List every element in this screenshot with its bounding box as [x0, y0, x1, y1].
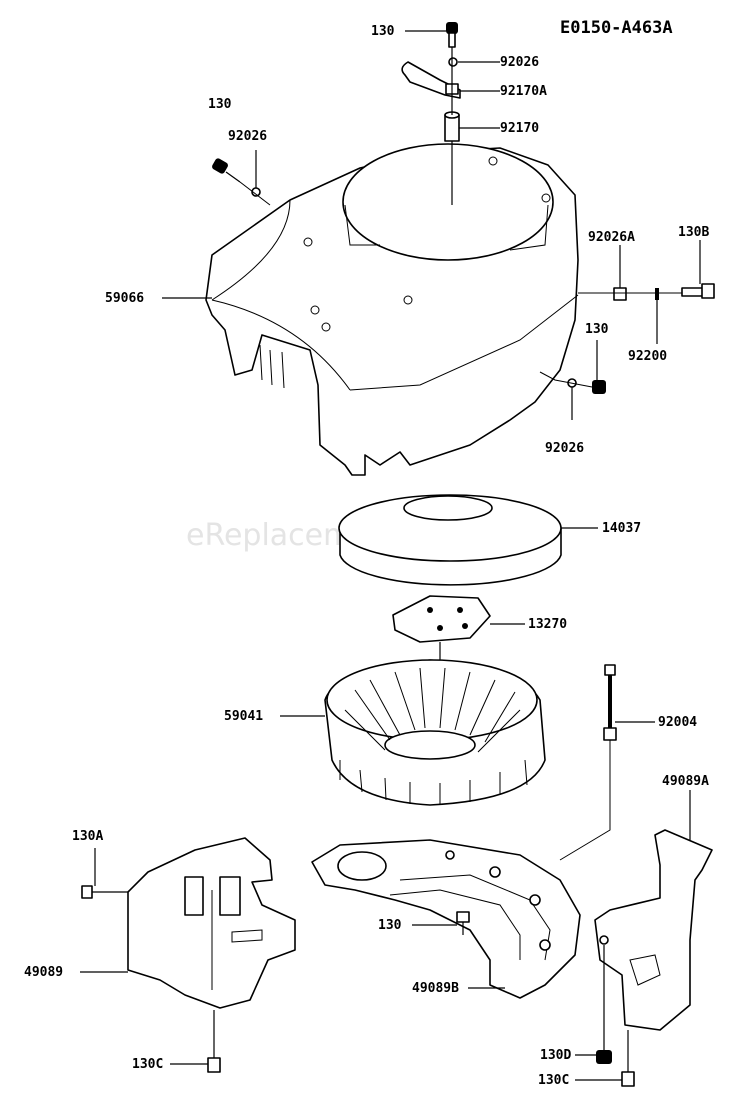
- label-49089B: 49089B: [412, 981, 459, 996]
- bolt-130B[interactable]: [681, 283, 715, 299]
- label-130C-left: 130C: [132, 1057, 163, 1072]
- label-92200: 92200: [628, 349, 667, 364]
- label-130-top: 130: [371, 24, 395, 39]
- bracket-92170A[interactable]: [401, 61, 461, 99]
- leader-lines: [80, 30, 701, 1081]
- label-92004: 92004: [658, 715, 697, 730]
- flywheel-fan[interactable]: [324, 659, 546, 806]
- label-92026-right: 92026: [545, 441, 584, 456]
- diagram-code: E0150-A463A: [560, 18, 673, 38]
- bolt-130D[interactable]: [596, 945, 612, 1064]
- bolt-130-left[interactable]: [211, 157, 241, 183]
- baffle-49089A[interactable]: [594, 829, 713, 1031]
- label-59066: 59066: [105, 291, 144, 306]
- label-130D: 130D: [540, 1048, 571, 1063]
- label-92026A: 92026A: [588, 230, 635, 245]
- label-49089: 49089: [24, 965, 63, 980]
- label-130B: 130B: [678, 225, 709, 240]
- label-130C-right: 130C: [538, 1073, 569, 1088]
- label-49089A: 49089A: [662, 774, 709, 789]
- label-130-left: 130: [208, 97, 232, 112]
- label-92026-top: 92026: [500, 55, 539, 70]
- label-130-right: 130: [585, 322, 609, 337]
- label-14037: 14037: [602, 521, 641, 536]
- label-130A: 130A: [72, 829, 103, 844]
- baffle-49089B[interactable]: [311, 790, 611, 999]
- bolt-130-top[interactable]: [446, 22, 458, 48]
- baffle-49089[interactable]: [127, 837, 296, 1009]
- pipe-92004[interactable]: [603, 664, 617, 830]
- label-130-mid: 130: [378, 918, 402, 933]
- spacer-92026A[interactable]: [613, 287, 627, 301]
- label-92170A: 92170A: [500, 84, 547, 99]
- bolt-130C-left[interactable]: [207, 1010, 221, 1073]
- label-92026-left: 92026: [228, 129, 267, 144]
- spacer-92170[interactable]: [444, 111, 460, 142]
- pin-92200[interactable]: [655, 288, 659, 300]
- blower-housing[interactable]: [205, 143, 579, 476]
- fan-screen[interactable]: [338, 494, 562, 586]
- bolt-130A[interactable]: [81, 885, 128, 899]
- bolt-130C-right[interactable]: [621, 1030, 635, 1087]
- washer-92026-top[interactable]: [448, 57, 458, 67]
- label-59041: 59041: [224, 709, 263, 724]
- bolt-130-right[interactable]: [592, 380, 606, 394]
- fan-plate[interactable]: [392, 595, 491, 643]
- bolt-130-mid[interactable]: [456, 911, 470, 935]
- label-13270: 13270: [528, 617, 567, 632]
- label-92170: 92170: [500, 121, 539, 136]
